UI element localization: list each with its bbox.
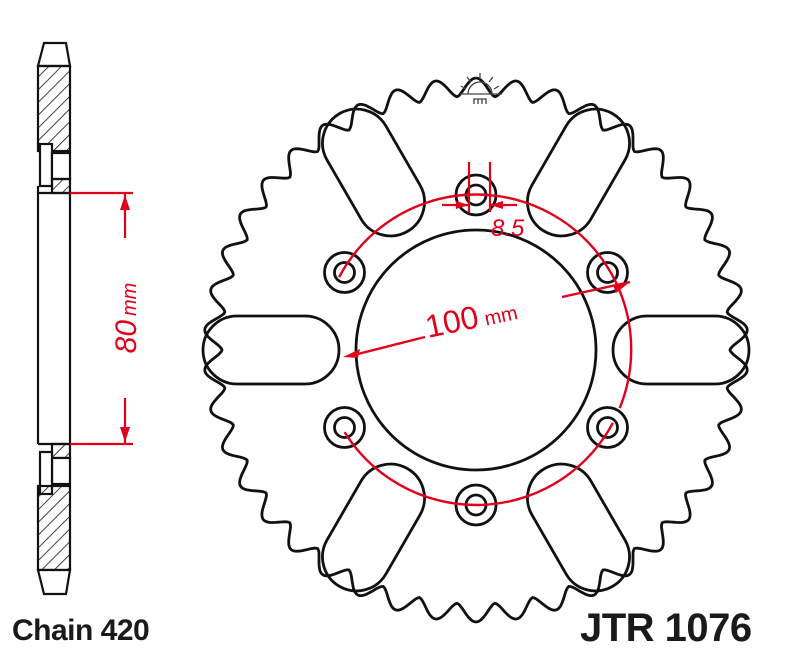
center-bore bbox=[354, 228, 598, 472]
bolt-hole bbox=[333, 261, 356, 284]
bolt-hole bbox=[323, 251, 366, 294]
lightening-slot bbox=[526, 462, 631, 593]
bolt-hole-dimension bbox=[442, 162, 517, 212]
chain-size-label: Chain 420 bbox=[12, 614, 150, 647]
bolt-hole bbox=[333, 416, 356, 439]
sun-logo-icon bbox=[460, 73, 502, 104]
bolt-hole bbox=[596, 261, 619, 284]
lightening-slot bbox=[201, 314, 341, 386]
bolt-hole bbox=[596, 416, 619, 439]
lightening-slot bbox=[611, 314, 751, 386]
pcd-dimension-label: 100mm bbox=[422, 290, 520, 344]
bolt-hole bbox=[454, 483, 498, 527]
sprocket-front-view bbox=[201, 76, 751, 624]
lightening-slot bbox=[321, 462, 426, 593]
pcd-dimension bbox=[338, 193, 633, 507]
height-dimension-label: 80mm bbox=[110, 283, 143, 354]
lightening-slot bbox=[321, 107, 426, 238]
bolt-hole bbox=[586, 251, 629, 294]
bolt-hole bbox=[586, 406, 629, 449]
part-number-label: JTR 1076 bbox=[580, 606, 752, 650]
bolt-hole bbox=[323, 406, 366, 449]
bolt-hole-dimension-label: 8.5 bbox=[491, 215, 525, 242]
lightening-slot bbox=[526, 107, 631, 238]
tooth-outline bbox=[203, 76, 749, 624]
side-profile-view bbox=[36, 41, 72, 596]
height-dimension bbox=[70, 191, 133, 446]
